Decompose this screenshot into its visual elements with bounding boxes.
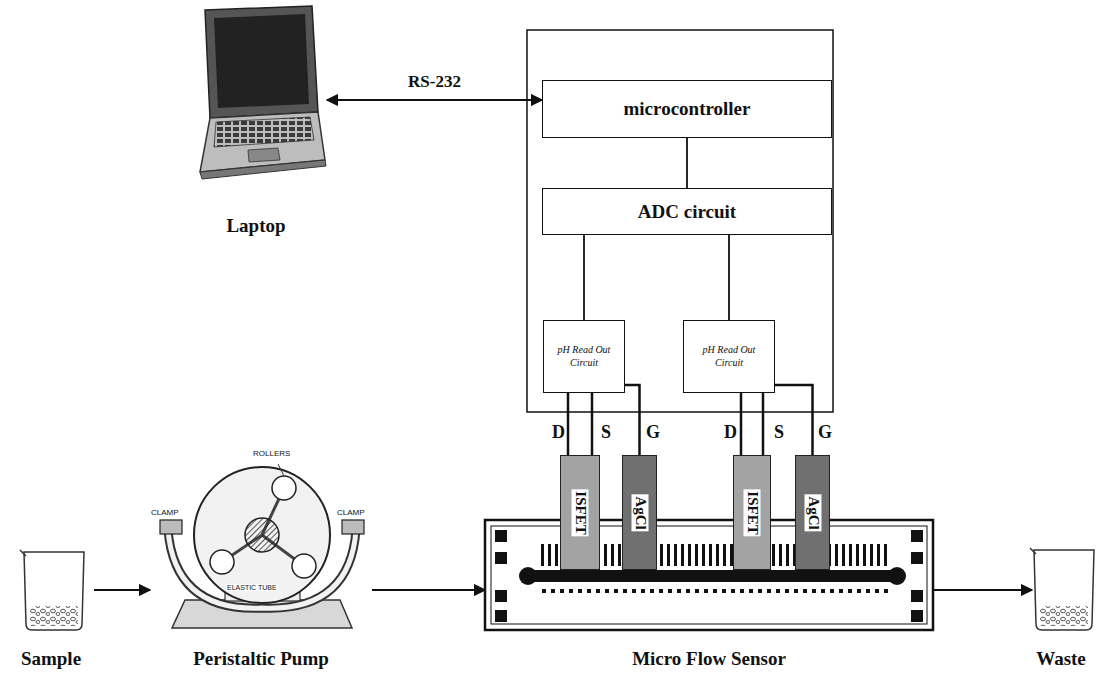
node-label: Sample <box>19 648 83 670</box>
peristaltic-pump <box>160 464 364 628</box>
node-label: ISFET <box>572 489 589 536</box>
pin-name: G <box>817 422 833 443</box>
part-label: ROLLERS <box>252 449 291 458</box>
node-label: Laptop <box>224 215 287 237</box>
connector <box>372 589 485 591</box>
node-label: microcontroller <box>624 98 751 120</box>
waste-node: Waste <box>1020 545 1102 670</box>
connector <box>94 589 150 591</box>
readout-box: pH Read Out Circuit <box>683 320 775 393</box>
connector <box>327 99 542 101</box>
control-housing <box>527 30 833 412</box>
pin-name: S <box>773 422 785 443</box>
edge-label: RS-232 <box>405 72 464 92</box>
node-label: Waste <box>1034 648 1088 670</box>
node-label: AgCl <box>631 494 648 531</box>
pin-name: D <box>551 422 566 443</box>
pump-node: Peristaltic Pump <box>150 445 372 670</box>
isfet-chip: ISFET <box>733 455 771 570</box>
sample-node: Sample <box>8 545 94 670</box>
connector <box>775 385 813 455</box>
node-label: ISFET <box>744 489 761 536</box>
sensor-board: Micro Flow SensorISFETAgClISFETAgCl <box>485 520 933 670</box>
laptop-node: Laptop <box>185 5 327 237</box>
part-label: CLAMP <box>150 508 180 517</box>
process-box: ADC circuit <box>542 188 832 235</box>
connector <box>740 393 743 455</box>
micro-flow-board <box>485 520 933 630</box>
pin-name: D <box>723 422 738 443</box>
node-label: ADC circuit <box>638 201 736 223</box>
connector <box>583 235 585 320</box>
source-wire <box>591 393 594 455</box>
laptop-illustration <box>200 6 326 179</box>
node-label: Micro Flow Sensor <box>630 648 788 670</box>
part-label: CLAMP <box>336 508 366 517</box>
pin-name: S <box>600 422 612 443</box>
node-label: AgCl <box>804 494 821 531</box>
agcl-electrode: AgCl <box>795 455 830 570</box>
agcl-electrode: AgCl <box>622 455 657 570</box>
sample-beaker <box>20 550 84 630</box>
connector <box>686 138 688 188</box>
connector <box>625 385 640 455</box>
node-label: Peristaltic Pump <box>191 648 331 670</box>
connector <box>567 393 570 455</box>
waste-beaker <box>1030 548 1094 630</box>
source-wire <box>762 393 765 455</box>
connector <box>728 235 730 320</box>
node-label: pH Read Out Circuit <box>544 344 624 369</box>
connector <box>933 589 1032 591</box>
part-label: ELASTIC TUBE <box>226 584 278 591</box>
process-box: microcontroller <box>542 80 832 138</box>
node-label: pH Read Out Circuit <box>684 344 774 369</box>
pin-name: G <box>645 422 661 443</box>
readout-box: pH Read Out Circuit <box>543 320 625 393</box>
isfet-chip: ISFET <box>560 455 600 570</box>
